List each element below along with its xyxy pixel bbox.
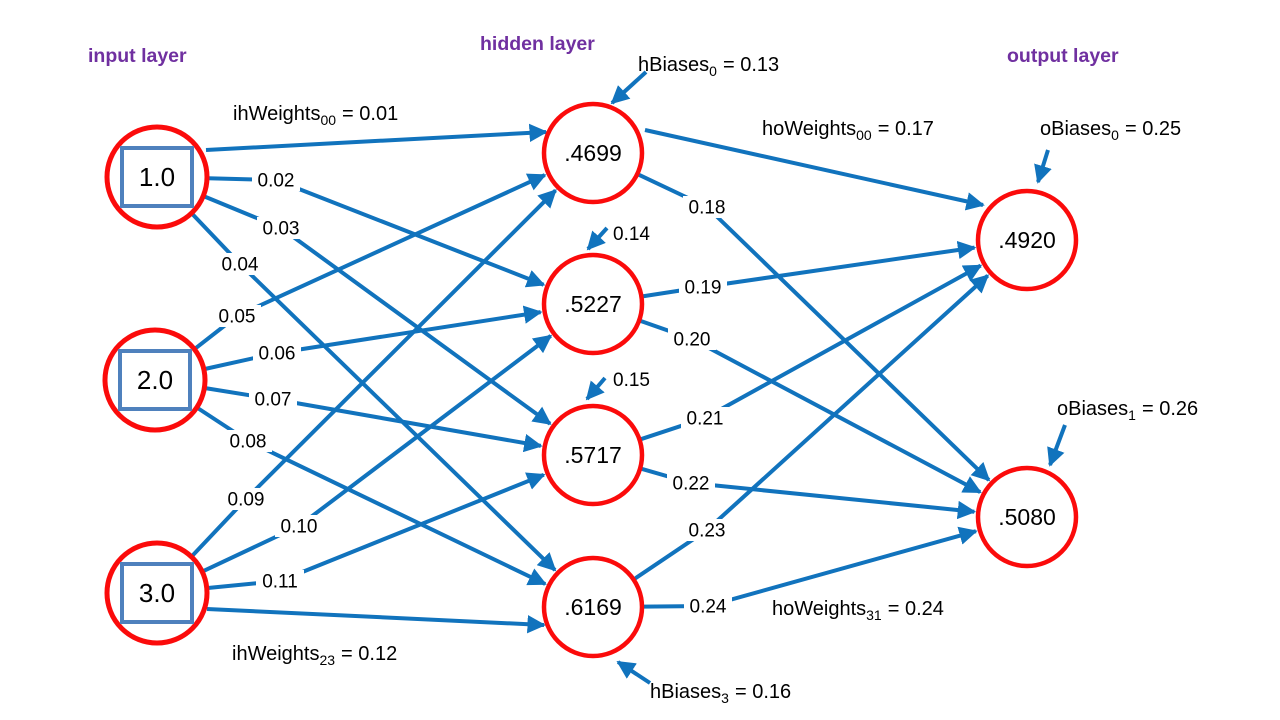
weight-label-howeights00: hoWeights00= 0.17 [762,118,934,143]
input-node-square [118,349,192,411]
hidden-node-0: .4699 [541,101,645,205]
weight-label-ho-20: 0.21 [687,409,724,430]
hidden-node-circle [541,555,645,659]
weight-label-ih-20: 0.09 [228,490,265,511]
hidden-node-circle [541,252,645,356]
hidden-layer-header: hidden layer [480,33,595,55]
weight-label-ih-02-bg [257,217,305,239]
input-node-value: 1.0 [139,162,175,192]
hidden-node-value: .5227 [564,291,622,317]
weight-label-ih-22: 0.11 [262,572,298,593]
weight-label-ih-21-bg [275,515,323,537]
weight-label-ih-21: 0.10 [281,517,318,538]
edge-input0-hidden0 [205,123,548,152]
output-node-1: .5080 [975,465,1079,569]
input-node-value: 2.0 [137,365,173,395]
bias-label-obiases0: oBiases0= 0.25 [1040,118,1181,143]
weight-label-ih-11-bg [253,342,301,364]
weight-label-ho-11-bg [668,328,716,350]
edge-hidden0-output0 [644,128,985,211]
weight-label-ih-13-bg [224,430,272,452]
weight-label-ho-30: 0.23 [689,521,726,542]
input-node-1: 2.0 [102,327,208,433]
weight-label-ho-30-bg [683,519,731,541]
weight-label-ih-01: 0.02 [258,171,295,192]
hidden-node-circle [541,101,645,205]
output-node-circle [975,465,1079,569]
bias-arrow-hidden-0 [610,70,648,105]
output-node-value: .5080 [998,504,1056,530]
headers-layer: input layer hidden layer output layer [88,33,1119,67]
weight-label-ih-10: 0.05 [219,307,256,328]
weight-label-ih-03-bg [216,253,264,275]
bias-arrow-output-0 [1034,149,1052,184]
weight-label-ho-11: 0.20 [674,330,711,351]
hidden-node-2: .5717 [541,403,645,507]
weight-label-ho-20-bg [681,407,729,429]
output-node-value: .4920 [998,227,1056,253]
edge-input2-hidden3 [206,607,546,634]
weight-label-ho-10: 0.19 [685,278,722,299]
bias-label-obiases1: oBiases1= 0.26 [1057,398,1198,423]
weight-label-ho-01-bg [683,196,731,218]
weight-label-ih-12-bg [249,388,297,410]
bias-label-hbiases0: hBiases0= 0.13 [638,54,779,79]
hidden-node-circle [541,403,645,507]
bias-annotations-layer: ihWeights00= 0.01 ihWeights23= 0.12 hoWeig… [232,54,1198,706]
output-node-circle [975,188,1079,292]
weight-label-ih-03: 0.04 [222,255,259,276]
weight-label-ih-12: 0.07 [255,390,292,411]
input-node-0: 1.0 [104,124,210,230]
nodes-layer: 1.0 2.0 3.0 .4699 .5227 .5717 .6169 .4920 .5080 [102,101,1079,659]
weight-label-ih-22-bg [256,570,304,592]
weight-label-ih-20-bg [222,488,270,510]
weight-label-howeights31: hoWeights31= 0.24 [772,598,944,623]
weight-label-ho-01: 0.18 [689,198,726,219]
input-node-square [120,562,194,624]
bias-arrow-hidden-3 [616,660,652,685]
weight-label-ih-13: 0.08 [230,432,267,453]
weight-label-ih-11: 0.06 [259,344,296,365]
output-node-0: .4920 [975,188,1079,292]
weight-label-ih-01-bg [252,169,300,191]
bias-arrow-hidden-2 [585,376,607,401]
bias-label-hidden-1: 0.14 [613,224,650,245]
bias-arrow-hidden-1 [586,226,609,251]
hidden-node-1: .5227 [541,252,645,356]
input-node-2: 3.0 [104,540,210,646]
weight-label-ihweights23: ihWeights23= 0.12 [232,643,397,668]
bias-arrow-output-1 [1047,424,1067,467]
weight-label-ho-21-bg [667,472,715,494]
weight-label-ih-10-bg [213,305,261,327]
hidden-node-value: .6169 [564,594,622,620]
bias-label-hidden-2: 0.15 [613,370,650,391]
weight-label-ho-31-bg [684,595,732,617]
input-layer-header: input layer [88,45,187,67]
bias-label-hbiases3: hBiases3= 0.16 [650,681,791,706]
weight-label-ihweights00: ihWeights00= 0.01 [233,103,398,128]
weight-label-ho-21: 0.22 [673,474,710,495]
input-node-square [120,146,194,208]
weight-label-ho-10-bg [679,276,727,298]
hidden-node-3: .6169 [541,555,645,659]
weight-label-ih-02: 0.03 [263,219,300,240]
weight-label-ho-31: 0.24 [690,597,727,618]
hidden-node-value: .5717 [564,442,622,468]
edges-layer [190,123,991,634]
hidden-node-value: .4699 [564,140,622,166]
input-node-value: 3.0 [139,578,175,608]
output-layer-header: output layer [1007,45,1119,67]
edge-labels-layer: 0.02 0.030.04 0.050.06 0.07 0.08 0.09 0.10 0.11… [213,169,732,618]
